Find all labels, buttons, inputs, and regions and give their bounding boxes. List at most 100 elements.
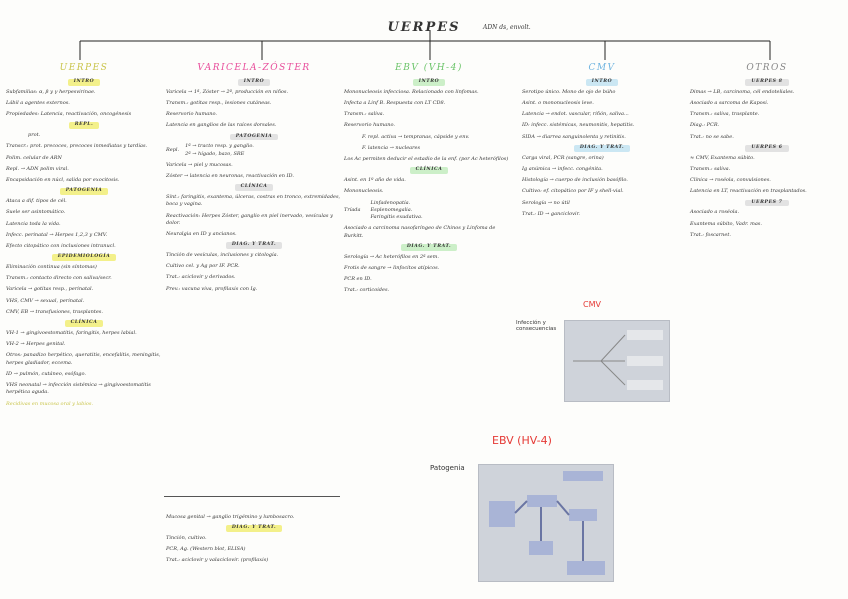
section-tag: INTRO (413, 79, 446, 86)
list-item: Serología → Ac heterófilos en 2ª sem. (344, 254, 514, 261)
list-item: Dimas → LB, carcinoma, cél endoteliales. (690, 89, 844, 96)
section-tag: DIAG. Y TRAT. (226, 242, 282, 249)
section-tag: UERPES 7 (745, 200, 788, 207)
list-item: F. repl. activa → tempranas, cápside y e… (344, 134, 514, 141)
ebv-diagram-graphic (479, 465, 613, 581)
list-item: Transm.: saliva. (690, 166, 844, 173)
list-item: Diag.: PCR. (690, 122, 844, 129)
list-item: Carga viral, PCR (sangre, orina) (522, 155, 682, 162)
list-item: VH-2 → Herpes genital. (6, 341, 162, 348)
list-item: Trat.: no se sabe. (690, 134, 844, 141)
list-item: Mononucleosis. (344, 188, 514, 195)
list-item: Esplenomegalia. (371, 207, 423, 214)
list-item: Serotipo único. Mono de ojo de búho (522, 89, 682, 96)
list-item: Asociado a sarcoma de Kaposi. (690, 100, 844, 107)
list-item: ID → pulmón, cutáneo, esófago. (6, 371, 162, 378)
triada-group: Tríada Linfadenopatía. Esplenomegalia. F… (344, 200, 514, 222)
list-item: Recidivas en mucosa oral y labios. (6, 401, 162, 408)
list-item: Infecc. perinatal → Herpes 1,2,3 y CMV. (6, 232, 162, 239)
list-item: Latencia → endot. vascular, riñón, saliv… (522, 111, 682, 118)
triada-label: Tríada (344, 207, 361, 214)
list-item: Propiedades: Latencia, reactivación, onc… (6, 111, 162, 118)
section-tag: INTRO (586, 79, 619, 86)
section-tag: PATOGENIA (230, 134, 279, 141)
list-item: Serología → no útil (522, 200, 682, 207)
list-item: Cultivo cel. y Ag por IF. PCR. (166, 263, 342, 270)
list-item: Transcr.: prot. precoces, precoces inmed… (6, 143, 162, 150)
section-tag: DIAG. Y TRAT. (226, 525, 282, 532)
section-tag: CLÍNICA (410, 167, 449, 174)
list-item: Transm.: saliva, trasplante. (690, 111, 844, 118)
list-item: F. latencia → nucleares (344, 145, 514, 152)
list-item: Prev.: vacuna viva, profilaxis con Ig. (166, 286, 342, 293)
section-tag: CLÍNICA (235, 184, 274, 191)
section-tag: PATOGENIA (60, 188, 109, 195)
list-item: Suele ser asintomático. (6, 209, 162, 216)
list-item: PCR, Ag. (Western blot, ELISA) (166, 546, 342, 553)
list-item: Mononucleosis infecciosa. Relacionado co… (344, 89, 514, 96)
list-item: Neuralgia en ID y ancianos. (166, 231, 342, 238)
ebv-figure-caption: Patogenia (430, 464, 465, 472)
column-heading: CMV (522, 62, 682, 75)
list-item: Asint. en 1º año de vida. (344, 177, 514, 184)
divider (164, 496, 340, 497)
column-varicela-zoster: VARICELA-ZÓSTER INTRO Varicela → 1ª, Zós… (166, 62, 342, 297)
section-tag: EPIDEMIOLOGÍA (52, 254, 117, 261)
list-item: Otros: panadizo herpético, queratitis, e… (6, 352, 162, 367)
list-item: CMV, EB → transfusiones, trasplantes. (6, 309, 162, 316)
list-item: PCR en ID. (344, 276, 514, 283)
list-item: Trat.: ID → ganciclovir. (522, 211, 682, 218)
list-item: 2ª → hígado, bazo, SRE (185, 151, 254, 158)
list-item: Clínica → roséola, convulsiones. (690, 177, 844, 184)
list-item: Latencia en LT, reactivación en trasplan… (690, 188, 844, 195)
list-item: Latencia en ganglios de las raíces dorsa… (166, 122, 342, 129)
section-tag: CLÍNICA (65, 320, 104, 327)
repl-label: Repl. (166, 147, 179, 154)
list-item: Repl. 1ª → tracto resp. y ganglio. 2ª → … (166, 143, 342, 158)
column-heading: OTROS (690, 62, 844, 75)
list-item: Asociado a roséola. (690, 209, 844, 216)
ebv-figure-image (478, 464, 614, 582)
herpes-genital-section: Mucosa genital → ganglio trigémino y lum… (166, 514, 342, 569)
cmv-figure-caption: Infección y consecuencias (516, 320, 566, 332)
column-heading: VARICELA-ZÓSTER (166, 62, 342, 75)
list-item: Asint. o mononucleosis leve. (522, 100, 682, 107)
list-item: Faringitis exudativa. (371, 214, 423, 221)
cmv-diagram-graphic (565, 321, 669, 401)
list-item: ≈ CMV, Exantema súbito. (690, 155, 844, 162)
list-item: Lábil a agentes externos. (6, 100, 162, 107)
section-tag: DIAG. Y TRAT. (574, 145, 630, 152)
section-tag: UERPES 8 (745, 79, 788, 86)
list-item: Transm.: saliva. (344, 111, 514, 118)
list-item: Trat.: corticoides. (344, 287, 514, 294)
section-tag: DIAG. Y TRAT. (401, 244, 457, 251)
list-item: Tinción, cultivo. (166, 535, 342, 542)
list-item: VHS, CMV → sexual, perinatal. (6, 298, 162, 305)
list-item: Mucosa genital → ganglio trigémino y lum… (166, 514, 342, 521)
list-item: Efecto citopático con inclusiones intran… (6, 243, 162, 250)
section-tag: UERPES 6 (745, 145, 788, 152)
section-tag: INTRO (238, 79, 271, 86)
list-item: Exantema súbito, Vadr. mas. (690, 221, 844, 228)
cmv-figure-image (564, 320, 670, 402)
list-item: Varicela → piel y mucosas. (166, 162, 342, 169)
list-item: 1ª → tracto resp. y ganglio. (185, 143, 254, 150)
list-item: Eliminación continua (sin síntomas) (6, 264, 162, 271)
column-heading: EBV (VH-4) (344, 62, 514, 75)
list-item: Tinción de vesículas, inclusiones y cito… (166, 252, 342, 259)
list-item: Ig anúmica → infecc. congénita. (522, 166, 682, 173)
list-item: ID: infecc. sistémicas, neumonitis, hepa… (522, 122, 682, 129)
list-item: Reactivación: Herpes Zóster, ganglio en … (166, 213, 342, 228)
page-subtitle: ADN ds, envolt. (483, 24, 531, 31)
list-item: Varicela → gotitas resp., perinatal. (6, 286, 162, 293)
ebv-figure-title: EBV (HV-4) (492, 434, 552, 447)
column-heading: UERPES (6, 62, 162, 75)
list-item: Polim. celular de ARN (6, 155, 162, 162)
list-item: Subfamilias: α, β y γ herpesvirinae. (6, 89, 162, 96)
list-item: prot. (6, 132, 162, 139)
list-item: Trat.: foscarnet. (690, 232, 844, 239)
cmv-figure-title: CMV (583, 300, 601, 309)
list-item: SIDA → diarrea sanguinolenta y retinitis… (522, 134, 682, 141)
column-herpes: UERPES INTRO Subfamilias: α, β y γ herpe… (6, 62, 162, 412)
list-item: Transm.: gotitas resp., lesiones cutánea… (166, 100, 342, 107)
